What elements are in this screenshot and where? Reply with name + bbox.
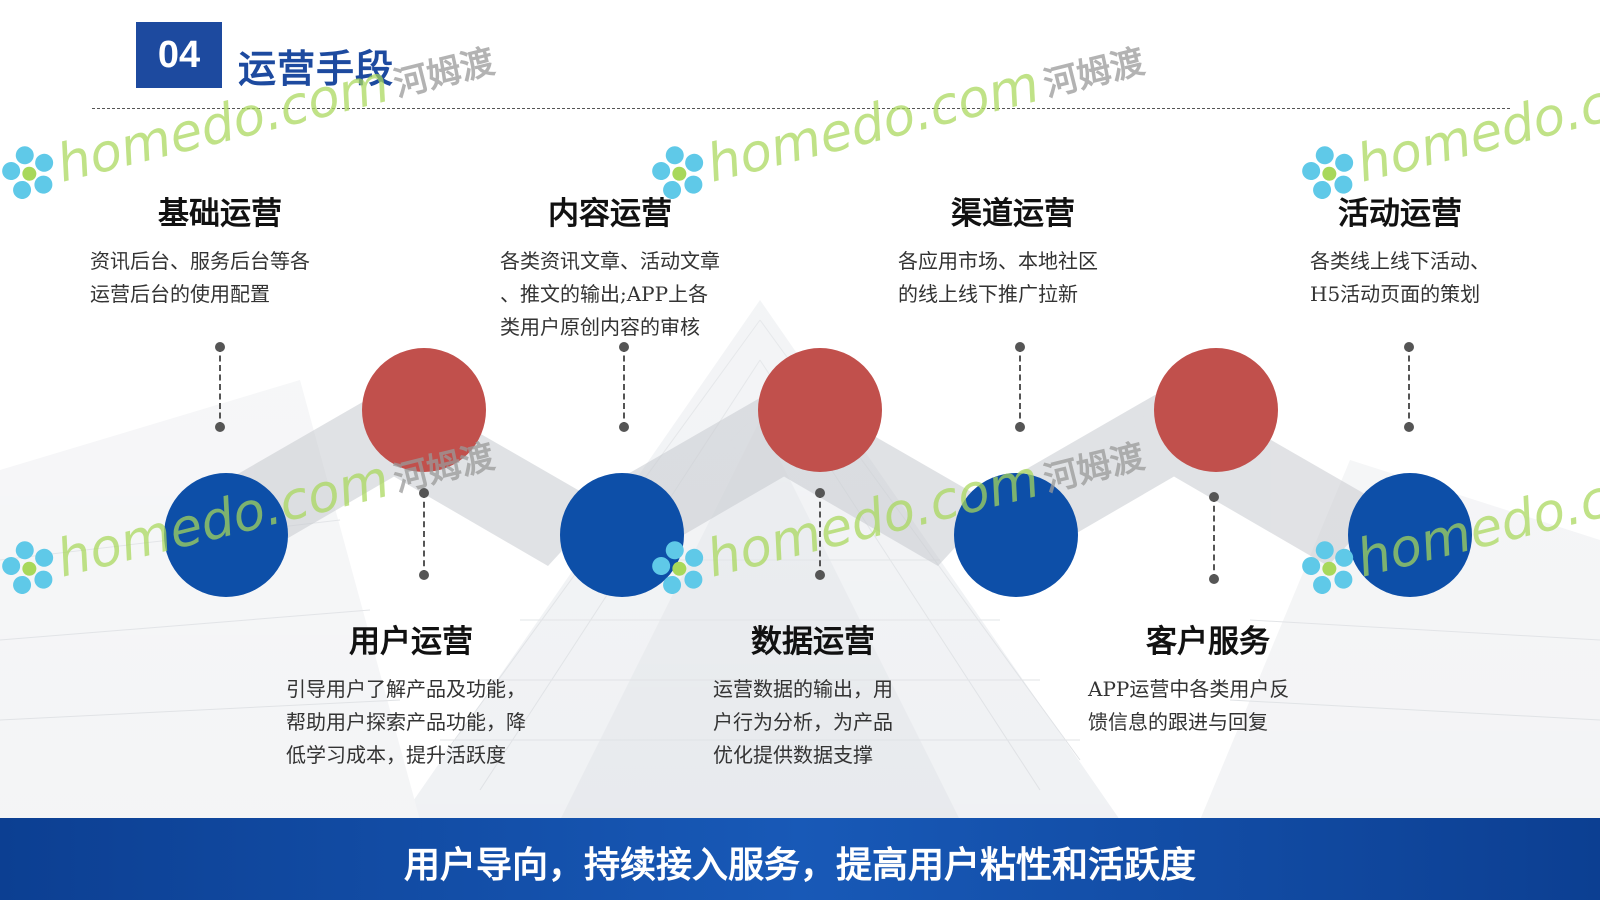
block-content-operation: 内容运营 各类资讯文章、活动文章 、推文的输出;APP上各 类用户原创内容的审核 xyxy=(500,188,770,344)
block-title: 数据运营 xyxy=(751,624,875,660)
circle-blue-1 xyxy=(164,473,288,597)
connector-channel xyxy=(1015,342,1025,432)
block-title: 客户服务 xyxy=(1146,624,1270,660)
block-description: 运营数据的输出，用 户行为分析，为产品 优化提供数据支撑 xyxy=(713,677,893,767)
block-description: 各应用市场、本地社区 的线上线下推广拉新 xyxy=(898,249,1098,306)
block-customer-service: 客户服务 APP运营中各类用户反 馈信息的跟进与回复 xyxy=(1088,616,1348,739)
block-description: 引导用户了解产品及功能， 帮助用户探索产品功能，降 低学习成本，提升活跃度 xyxy=(286,677,526,767)
connector-basic xyxy=(215,342,225,432)
block-title: 活动运营 xyxy=(1338,196,1462,232)
block-description: APP运营中各类用户反 馈信息的跟进与回复 xyxy=(1088,677,1290,734)
block-title: 渠道运营 xyxy=(951,196,1075,232)
circle-blue-3 xyxy=(954,473,1078,597)
connector-user xyxy=(419,488,429,580)
page-title: 运营手段 xyxy=(238,47,395,91)
circle-red-2 xyxy=(758,348,882,472)
footer-banner xyxy=(0,818,1600,900)
circle-blue-2 xyxy=(560,473,684,597)
circle-blue-4 xyxy=(1348,473,1472,597)
connector-data xyxy=(815,488,825,580)
block-description: 各类资讯文章、活动文章 、推文的输出;APP上各 类用户原创内容的审核 xyxy=(500,249,720,339)
connector-customer xyxy=(1209,492,1219,584)
block-channel-operation: 渠道运营 各应用市场、本地社区 的线上线下推广拉新 xyxy=(898,188,1158,311)
block-title: 基础运营 xyxy=(158,196,282,232)
connector-activity xyxy=(1404,342,1414,432)
block-description: 资讯后台、服务后台等各 运营后台的使用配置 xyxy=(90,249,310,306)
circle-red-1 xyxy=(362,348,486,472)
block-basic-operation: 基础运营 资讯后台、服务后台等各 运营后台的使用配置 xyxy=(90,188,350,311)
block-description: 各类线上线下活动、 H5活动页面的策划 xyxy=(1310,249,1490,306)
block-activity-operation: 活动运营 各类线上线下活动、 H5活动页面的策划 xyxy=(1310,188,1570,311)
block-data-operation: 数据运营 运营数据的输出，用 户行为分析，为产品 优化提供数据支撑 xyxy=(713,616,953,772)
header-divider xyxy=(92,108,1510,109)
connector-content xyxy=(619,342,629,432)
footer-slogan: 用户导向，持续接入服务，提高用户粘性和活跃度 xyxy=(403,844,1196,886)
block-user-operation: 用户运营 引导用户了解产品及功能， 帮助用户探索产品功能，降 低学习成本，提升活… xyxy=(286,616,586,772)
block-title: 用户运营 xyxy=(349,624,473,660)
circle-red-3 xyxy=(1154,348,1278,472)
block-title: 内容运营 xyxy=(548,196,672,232)
section-number-badge: 04 xyxy=(136,22,222,88)
